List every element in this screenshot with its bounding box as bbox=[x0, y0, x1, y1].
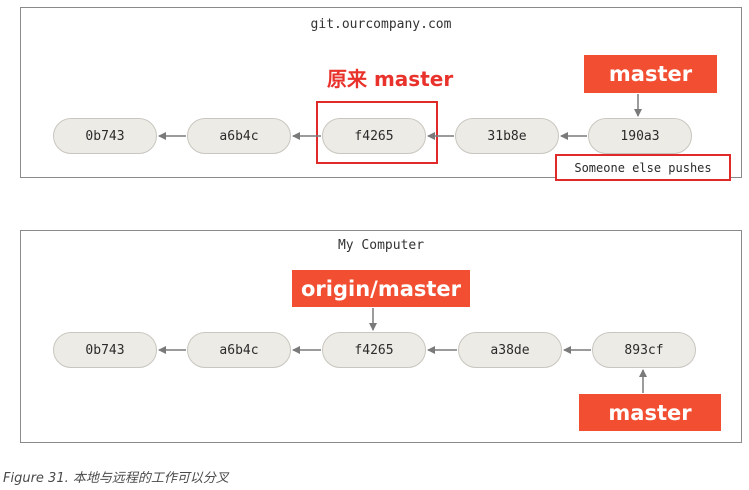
local-commit-3: f4265 bbox=[322, 332, 426, 368]
local-master-branch-label: master bbox=[579, 394, 721, 431]
remote-commit-4: 31b8e bbox=[455, 118, 559, 154]
original-master-highlight-box bbox=[316, 101, 438, 164]
remote-master-branch-label: master bbox=[584, 55, 717, 93]
remote-commit-3: f4265 bbox=[322, 118, 426, 154]
remote-commit-2: a6b4c bbox=[187, 118, 291, 154]
local-commit-2: a6b4c bbox=[187, 332, 291, 368]
someone-else-pushes-note: Someone else pushes bbox=[555, 154, 731, 181]
origin-master-branch-label: origin/master bbox=[292, 270, 470, 307]
local-panel-title: My Computer bbox=[337, 238, 425, 253]
original-master-label: 原来 master bbox=[327, 67, 454, 91]
local-commit-1: 0b743 bbox=[53, 332, 157, 368]
remote-panel-title: git.ourcompany.com bbox=[310, 17, 452, 32]
local-commit-5: 893cf bbox=[592, 332, 696, 368]
remote-commit-5: 190a3 bbox=[588, 118, 692, 154]
figure-caption: Figure 31. 本地与远程的工作可以分叉 bbox=[3, 471, 229, 486]
remote-commit-1: 0b743 bbox=[53, 118, 157, 154]
local-commit-4: a38de bbox=[458, 332, 562, 368]
